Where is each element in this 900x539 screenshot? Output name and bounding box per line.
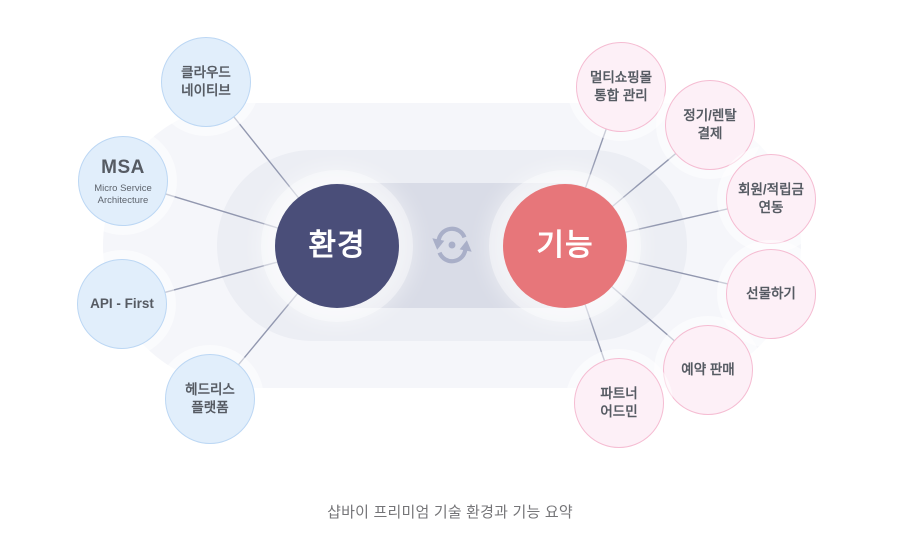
caption: 샵바이 프리미엄 기술 환경과 기능 요약 <box>327 504 573 521</box>
node-partner-admin: 파트너 어드민 <box>574 358 664 448</box>
node-gift-label: 선물하기 <box>746 285 796 301</box>
node-reservation-sale-label: 예약 판매 <box>681 361 735 377</box>
node-gift: 선물하기 <box>726 249 816 339</box>
hub-features: 기능 <box>503 184 627 308</box>
node-msa: MSA Micro Service Architecture <box>78 136 168 226</box>
hub-environment: 환경 <box>275 184 399 308</box>
node-cloud-native-label: 클라우드 네이티브 <box>181 64 231 98</box>
node-subscription-rental-payment: 정기/렌탈 결제 <box>665 80 755 170</box>
node-cloud-native: 클라우드 네이티브 <box>161 37 251 127</box>
node-multimall-management: 멀티쇼핑몰 통합 관리 <box>576 42 666 132</box>
node-msa-sublabel: Micro Service Architecture <box>94 182 152 206</box>
node-subscription-rental-payment-label: 정기/렌탈 결제 <box>683 107 737 141</box>
node-partner-admin-label: 파트너 어드민 <box>600 385 638 419</box>
node-api-first: API - First <box>77 259 167 349</box>
node-msa-label: MSA <box>101 157 145 179</box>
node-reservation-sale: 예약 판매 <box>663 325 753 415</box>
node-member-points-link-label: 회원/적립금 연동 <box>738 181 804 215</box>
hub-features-label: 기능 <box>536 229 594 262</box>
node-headless-platform-label: 헤드리스 플랫폼 <box>185 381 235 415</box>
node-api-first-label: API - First <box>90 295 154 311</box>
node-multimall-management-label: 멀티쇼핑몰 통합 관리 <box>589 69 653 103</box>
hub-environment-label: 환경 <box>308 229 366 262</box>
node-member-points-link: 회원/적립금 연동 <box>726 154 816 244</box>
sync-icon <box>432 226 472 264</box>
node-headless-platform: 헤드리스 플랫폼 <box>165 354 255 444</box>
